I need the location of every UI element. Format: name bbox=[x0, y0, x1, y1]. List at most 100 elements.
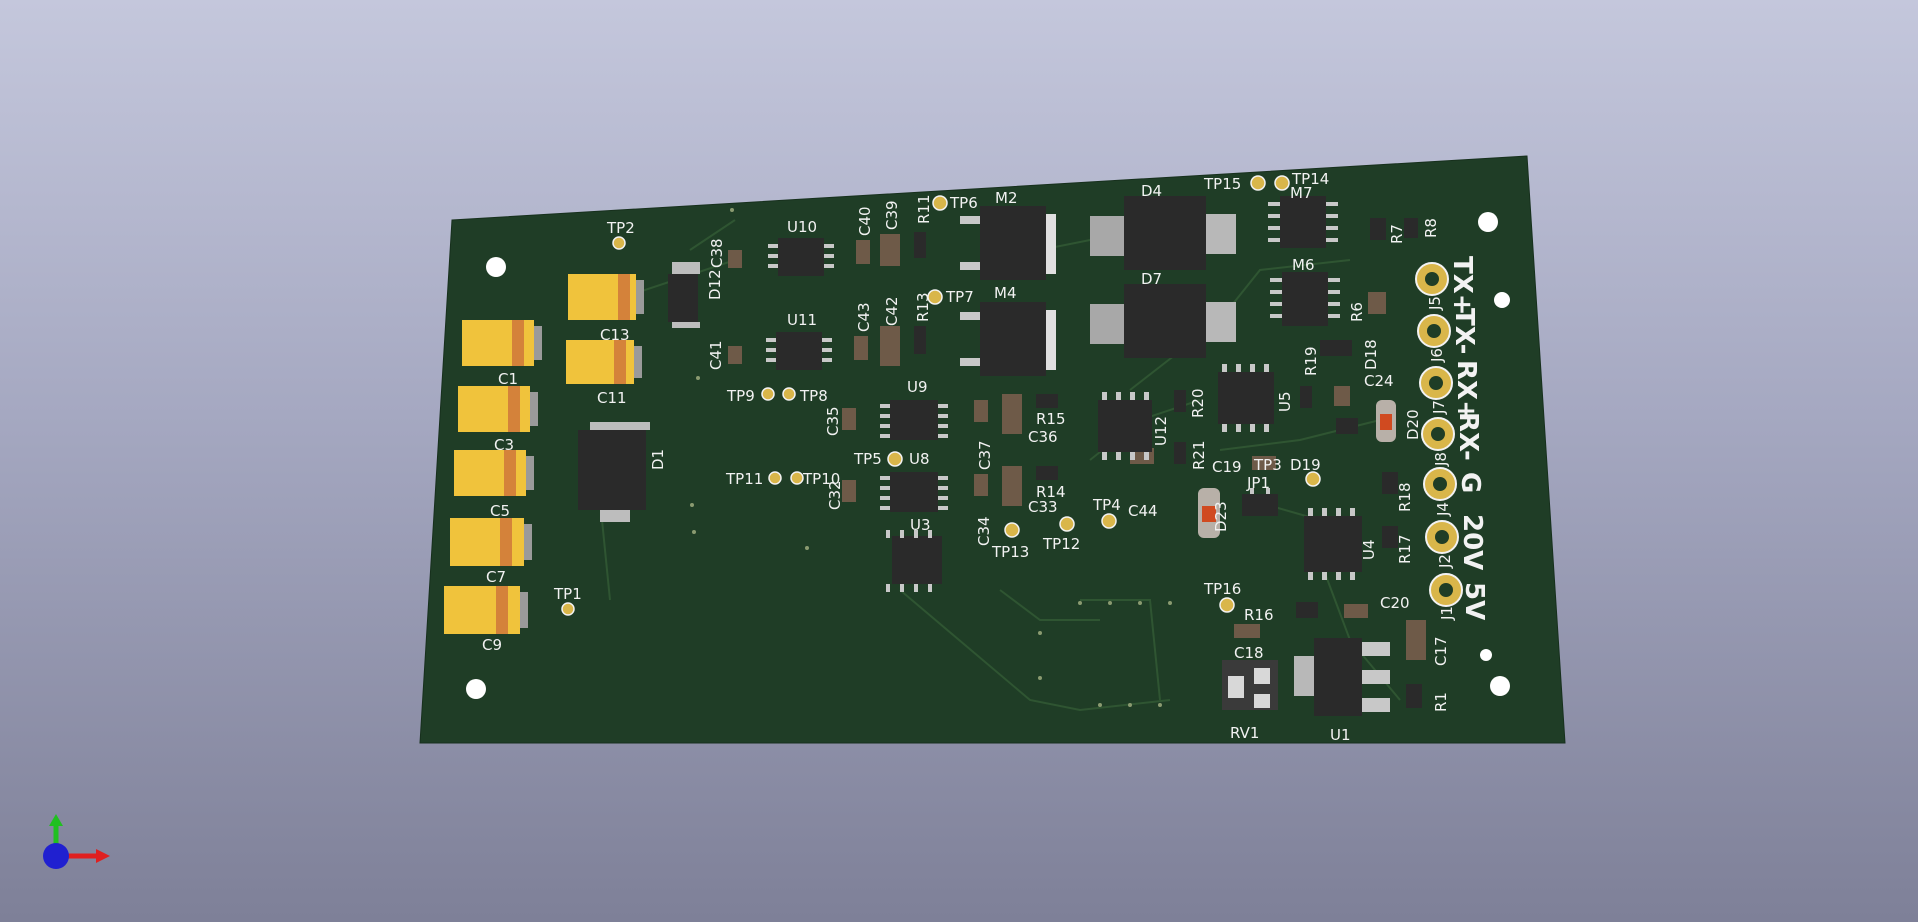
label-r16: R16 bbox=[1244, 606, 1274, 624]
connector-function-labels: TX+ TX- RX+ RX- G 20V 5V bbox=[1447, 256, 1489, 620]
label-d1: D1 bbox=[649, 449, 667, 470]
label-tp7: TP7 bbox=[945, 288, 974, 306]
label-r21: R21 bbox=[1190, 440, 1208, 470]
label-tx-plus: TX+ bbox=[1447, 256, 1477, 316]
diode-d4 bbox=[1090, 196, 1236, 270]
vias bbox=[690, 208, 1172, 707]
trimmer-rv1 bbox=[1222, 660, 1278, 710]
silkscreen-labels: C1 C3 C5 C7 C9 C11 C13 TP2 TP1 D1 D12 U1… bbox=[482, 170, 1456, 744]
label-c40: C40 bbox=[856, 206, 874, 236]
label-r20: R20 bbox=[1189, 388, 1207, 418]
label-tp5: TP5 bbox=[853, 450, 882, 468]
cap-c13 bbox=[568, 274, 644, 320]
label-c18: C18 bbox=[1234, 644, 1264, 662]
label-tp11: TP11 bbox=[725, 470, 763, 488]
label-u1: U1 bbox=[1330, 726, 1351, 744]
label-d23: D23 bbox=[1212, 501, 1230, 532]
label-c42: C42 bbox=[883, 296, 901, 326]
label-c41: C41 bbox=[707, 340, 725, 370]
ic-u9 bbox=[880, 400, 948, 440]
diode-d23 bbox=[1198, 488, 1220, 538]
label-r11: R11 bbox=[915, 194, 933, 224]
label-c3: C3 bbox=[494, 436, 514, 454]
label-u4: U4 bbox=[1360, 539, 1378, 560]
label-u8: U8 bbox=[909, 450, 930, 468]
label-tp2: TP2 bbox=[606, 219, 635, 237]
label-c5: C5 bbox=[490, 502, 510, 520]
label-c38: C38 bbox=[708, 238, 726, 268]
label-rx-minus: RX- bbox=[1453, 412, 1483, 461]
z-axis-dot bbox=[43, 843, 69, 869]
label-j2: J2 bbox=[1436, 554, 1454, 569]
label-d4: D4 bbox=[1141, 182, 1162, 200]
ic-m6 bbox=[1270, 272, 1340, 326]
label-c20: C20 bbox=[1380, 594, 1410, 612]
label-u3: U3 bbox=[910, 516, 931, 534]
label-c33: C33 bbox=[1028, 498, 1058, 516]
ic-u3 bbox=[886, 530, 942, 592]
label-m2: M2 bbox=[995, 189, 1018, 207]
cap-c5 bbox=[454, 450, 534, 496]
label-d7: D7 bbox=[1141, 270, 1162, 288]
label-c43: C43 bbox=[855, 302, 873, 332]
label-c39: C39 bbox=[883, 200, 901, 230]
diode-d20 bbox=[1376, 400, 1396, 442]
label-c34: C34 bbox=[975, 516, 993, 546]
ic-u12 bbox=[1098, 392, 1152, 460]
y-axis-head bbox=[49, 814, 63, 826]
label-j8: J8 bbox=[1432, 452, 1450, 467]
label-c36: C36 bbox=[1028, 428, 1058, 446]
label-r8: R8 bbox=[1422, 218, 1440, 238]
label-r18: R18 bbox=[1396, 482, 1414, 512]
label-m4: M4 bbox=[994, 284, 1017, 302]
label-tp6: TP6 bbox=[949, 194, 978, 212]
label-tp14: TP14 bbox=[1291, 170, 1329, 188]
label-c1: C1 bbox=[498, 370, 518, 388]
ic-u10 bbox=[768, 238, 834, 276]
label-20v: 20V bbox=[1457, 514, 1487, 570]
label-r15: R15 bbox=[1036, 410, 1066, 428]
label-j4: J4 bbox=[1434, 502, 1452, 517]
test-points bbox=[561, 175, 1321, 616]
ic-u4 bbox=[1304, 508, 1362, 580]
cap-c7 bbox=[450, 518, 532, 566]
label-u9: U9 bbox=[907, 378, 928, 396]
ic-m7 bbox=[1268, 196, 1338, 248]
small-passives bbox=[728, 218, 1426, 708]
connector-holes bbox=[1425, 272, 1453, 597]
label-g: G bbox=[1455, 472, 1485, 493]
ic-u11 bbox=[766, 332, 832, 370]
label-m6: M6 bbox=[1292, 256, 1315, 274]
label-c37: C37 bbox=[976, 440, 994, 470]
label-r1: R1 bbox=[1432, 692, 1450, 712]
label-tp10: TP10 bbox=[802, 470, 840, 488]
diode-d1 bbox=[578, 422, 650, 522]
label-tp4: TP4 bbox=[1092, 496, 1121, 514]
label-c44: C44 bbox=[1128, 502, 1158, 520]
x-axis-head bbox=[96, 849, 110, 863]
label-c11: C11 bbox=[597, 389, 627, 407]
ic-u8 bbox=[880, 472, 948, 512]
label-tp1: TP1 bbox=[553, 585, 582, 603]
diode-d12 bbox=[668, 262, 700, 328]
label-c35: C35 bbox=[824, 406, 842, 436]
label-d20: D20 bbox=[1404, 409, 1422, 440]
label-u12: U12 bbox=[1152, 416, 1170, 446]
label-c17: C17 bbox=[1432, 636, 1450, 666]
cap-c1 bbox=[462, 320, 542, 366]
label-rx-plus: RX+ bbox=[1451, 360, 1481, 422]
label-tp13: TP13 bbox=[991, 543, 1029, 561]
diode-d7 bbox=[1090, 284, 1236, 358]
axis-gizmo bbox=[43, 814, 110, 869]
label-tp12: TP12 bbox=[1042, 535, 1080, 553]
cap-c3 bbox=[458, 386, 538, 432]
mosfet-m2 bbox=[960, 206, 1056, 280]
label-tx-minus: TX- bbox=[1449, 308, 1479, 354]
cap-c9 bbox=[444, 586, 528, 634]
label-tp9: TP9 bbox=[726, 387, 755, 405]
label-r13: R13 bbox=[914, 292, 932, 322]
mosfet-m4 bbox=[960, 302, 1056, 376]
label-tp16: TP16 bbox=[1203, 580, 1241, 598]
